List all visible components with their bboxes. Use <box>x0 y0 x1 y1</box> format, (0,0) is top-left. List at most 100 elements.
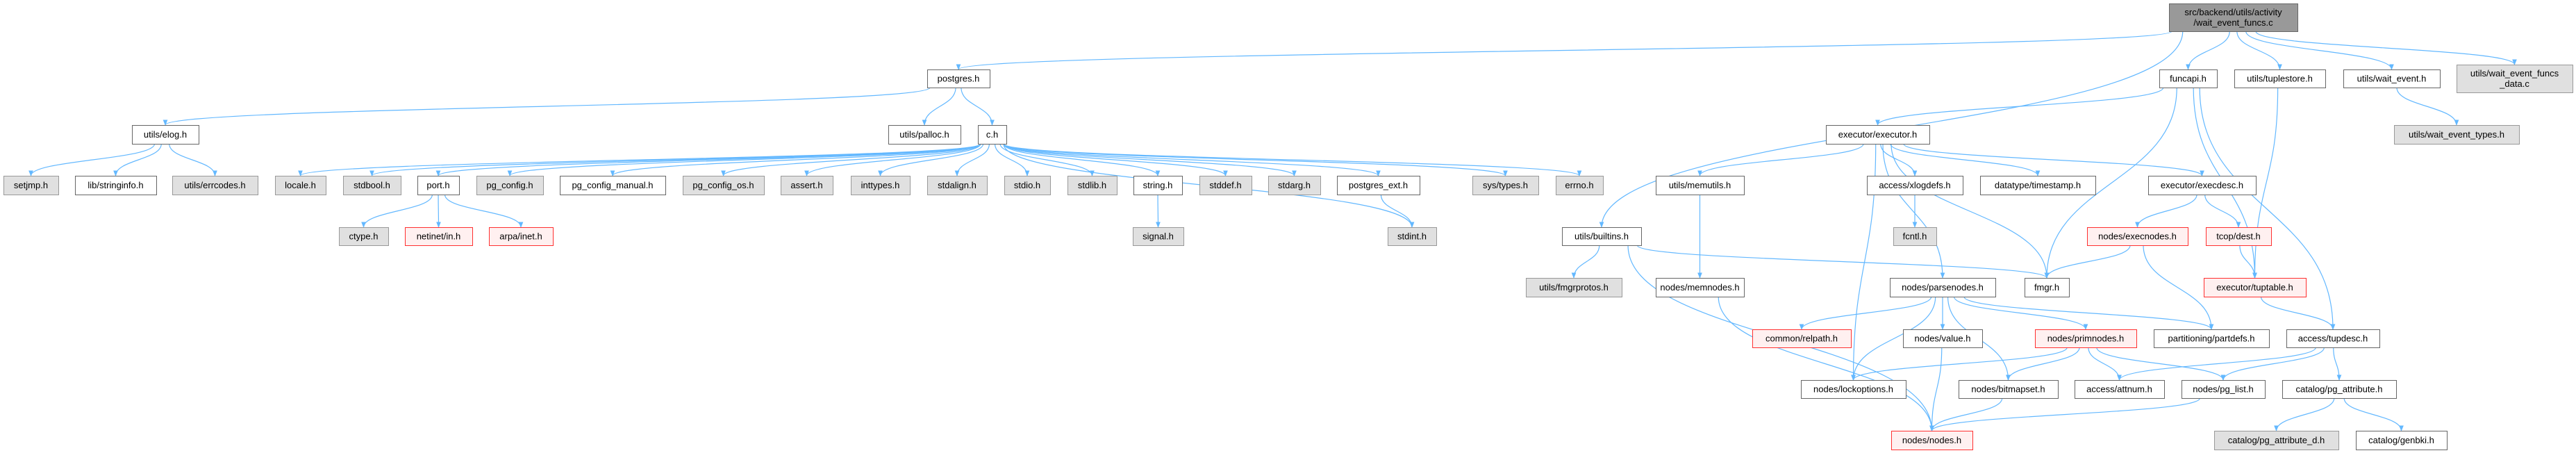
node-tuplestore[interactable]: utils/tuplestore.h <box>2234 69 2326 88</box>
edge-primnodes-to-lockoptions <box>1851 347 2068 381</box>
node-systypes[interactable]: sys/types.h <box>1472 176 1539 195</box>
node-label: utils/palloc.h <box>899 129 949 140</box>
node-builtins[interactable]: utils/builtins.h <box>1562 227 1642 246</box>
node-timestamp[interactable]: datatype/timestamp.h <box>1980 176 2096 195</box>
node-stdbool[interactable]: stdbool.h <box>343 176 401 195</box>
node-genbki[interactable]: catalog/genbki.h <box>2356 431 2448 450</box>
node-netinet[interactable]: netinet/in.h <box>405 227 473 246</box>
edge-executor-to-xlogdefs <box>1880 143 1918 176</box>
node-partdefs[interactable]: partitioning/partdefs.h <box>2154 329 2270 348</box>
node-memnodes[interactable]: nodes/memnodes.h <box>1656 278 1745 297</box>
node-label: catalog/genbki.h <box>2368 435 2434 445</box>
node-ctype[interactable]: ctype.h <box>339 227 389 246</box>
edge-c-to-postgres_ext <box>1003 143 1381 176</box>
node-label: access/xlogdefs.h <box>1879 180 1950 190</box>
node-port[interactable]: port.h <box>417 176 460 195</box>
node-errno[interactable]: errno.h <box>1556 176 1604 195</box>
node-xlogdefs[interactable]: access/xlogdefs.h <box>1867 176 1963 195</box>
node-dest[interactable]: tcop/dest.h <box>2206 227 2272 246</box>
edge-tuptable-to-tupdesc <box>2260 296 2336 330</box>
node-elog[interactable]: utils/elog.h <box>132 125 199 145</box>
node-stdlib[interactable]: stdlib.h <box>1067 176 1117 195</box>
edge-c-to-port <box>435 143 981 176</box>
node-funcapi[interactable]: funcapi.h <box>2159 69 2218 88</box>
edge-c-to-assert <box>804 143 981 176</box>
node-inttypes[interactable]: inttypes.h <box>851 176 911 195</box>
edge-value-to-nodes <box>1929 347 1943 431</box>
node-label: port.h <box>426 180 449 190</box>
edge-c-to-pg_config_os <box>721 143 981 176</box>
node-string[interactable]: string.h <box>1133 176 1183 195</box>
node-tuptable[interactable]: executor/tuptable.h <box>2204 278 2307 297</box>
node-box <box>417 176 460 195</box>
node-box <box>2282 380 2397 399</box>
node-box <box>132 125 199 145</box>
node-c[interactable]: c.h <box>978 125 1007 145</box>
edge-dest-to-tuptable <box>2239 245 2257 279</box>
node-label: pg_config_manual.h <box>572 180 653 190</box>
nodes-layer: src/backend/utils/activity/wait_event_fu… <box>3 3 2573 450</box>
node-stddef[interactable]: stddef.h <box>1199 176 1252 195</box>
node-stdalign[interactable]: stdalign.h <box>927 176 988 195</box>
node-pg-list[interactable]: nodes/pg_list.h <box>2182 380 2266 399</box>
node-box <box>1891 431 1973 450</box>
node-fmgr[interactable]: fmgr.h <box>2025 278 2070 297</box>
node-memutils[interactable]: utils/memutils.h <box>1656 176 1745 195</box>
node-fmgrprotos[interactable]: utils/fmgrprotos.h <box>1526 278 1622 297</box>
node-root[interactable]: src/backend/utils/activity/wait_event_fu… <box>2169 3 2298 32</box>
node-assert[interactable]: assert.h <box>781 176 833 195</box>
edge-root-to-wait_event <box>2245 31 2394 70</box>
node-value[interactable]: nodes/value.h <box>1903 329 1983 348</box>
node-pg-config[interactable]: pg_config.h <box>476 176 544 195</box>
edge-c-to-stdarg <box>1003 143 1297 176</box>
node-wait-event[interactable]: utils/wait_event.h <box>2343 69 2441 88</box>
node-setjmp[interactable]: setjmp.h <box>3 176 59 195</box>
node-pg-config-os[interactable]: pg_config_os.h <box>683 176 765 195</box>
node-nodes[interactable]: nodes/nodes.h <box>1891 431 1973 450</box>
node-box <box>339 227 389 246</box>
node-parsenodes[interactable]: nodes/parsenodes.h <box>1890 278 1996 297</box>
node-label: utils/memutils.h <box>1669 180 1731 190</box>
node-tupdesc[interactable]: access/tupdesc.h <box>2286 329 2380 348</box>
node-bitmapset[interactable]: nodes/bitmapset.h <box>1959 380 2059 399</box>
node-execnodes[interactable]: nodes/execnodes.h <box>2087 227 2188 246</box>
node-label: nodes/memnodes.h <box>1660 282 1739 293</box>
node-stdarg[interactable]: stdarg.h <box>1268 176 1321 195</box>
node-pg-attribute[interactable]: catalog/pg_attribute.h <box>2282 380 2397 399</box>
node-label: access/attnum.h <box>2086 384 2152 394</box>
edge-port-to-arpa <box>444 194 524 228</box>
node-pg-config-manual[interactable]: pg_config_manual.h <box>560 176 666 195</box>
node-stdint[interactable]: stdint.h <box>1388 227 1437 246</box>
node-primnodes[interactable]: nodes/primnodes.h <box>2035 329 2137 348</box>
node-stdio[interactable]: stdio.h <box>1004 176 1051 195</box>
edge-primnodes-to-pg_list <box>2096 347 2226 381</box>
node-box <box>1133 176 1183 195</box>
node-executor[interactable]: executor/executor.h <box>1826 125 1930 145</box>
node-relpath[interactable]: common/relpath.h <box>1752 329 1852 348</box>
node-postgres[interactable]: postgres.h <box>927 69 990 88</box>
node-box <box>2206 227 2272 246</box>
node-palloc[interactable]: utils/palloc.h <box>888 125 961 145</box>
node-pg-attribute-d[interactable]: catalog/pg_attribute_d.h <box>2214 431 2339 450</box>
node-execdesc[interactable]: executor/execdesc.h <box>2148 176 2257 195</box>
node-label: utils/wait_event.h <box>2357 73 2427 83</box>
node-attnum[interactable]: access/attnum.h <box>2075 380 2165 399</box>
node-arpa[interactable]: arpa/inet.h <box>489 227 554 246</box>
node-box <box>2148 176 2257 195</box>
node-errcodes[interactable]: utils/errcodes.h <box>172 176 258 195</box>
edge-executor-to-memutils <box>1697 143 1864 176</box>
node-fcntl[interactable]: fcntl.h <box>1893 227 1937 246</box>
node-locale[interactable]: locale.h <box>275 176 326 195</box>
node-label: nodes/nodes.h <box>1902 435 1961 445</box>
node-stringinfo[interactable]: lib/stringinfo.h <box>75 176 157 195</box>
node-signal[interactable]: signal.h <box>1133 227 1184 246</box>
node-label: datatype/timestamp.h <box>1995 180 2081 190</box>
node-label: nodes/primnodes.h <box>2047 333 2125 343</box>
edge-root-to-tuplestore <box>2236 31 2282 70</box>
node-lockoptions[interactable]: nodes/lockoptions.h <box>1801 380 1906 399</box>
node-wait-event-types[interactable]: utils/wait_event_types.h <box>2394 125 2520 145</box>
node-wef-data[interactable]: utils/wait_event_funcs_data.c <box>2457 65 2573 93</box>
edge-elog-to-errcodes <box>169 143 217 176</box>
node-postgres-ext[interactable]: postgres_ext.h <box>1337 176 1420 195</box>
node-label: stdarg.h <box>1278 180 1311 190</box>
